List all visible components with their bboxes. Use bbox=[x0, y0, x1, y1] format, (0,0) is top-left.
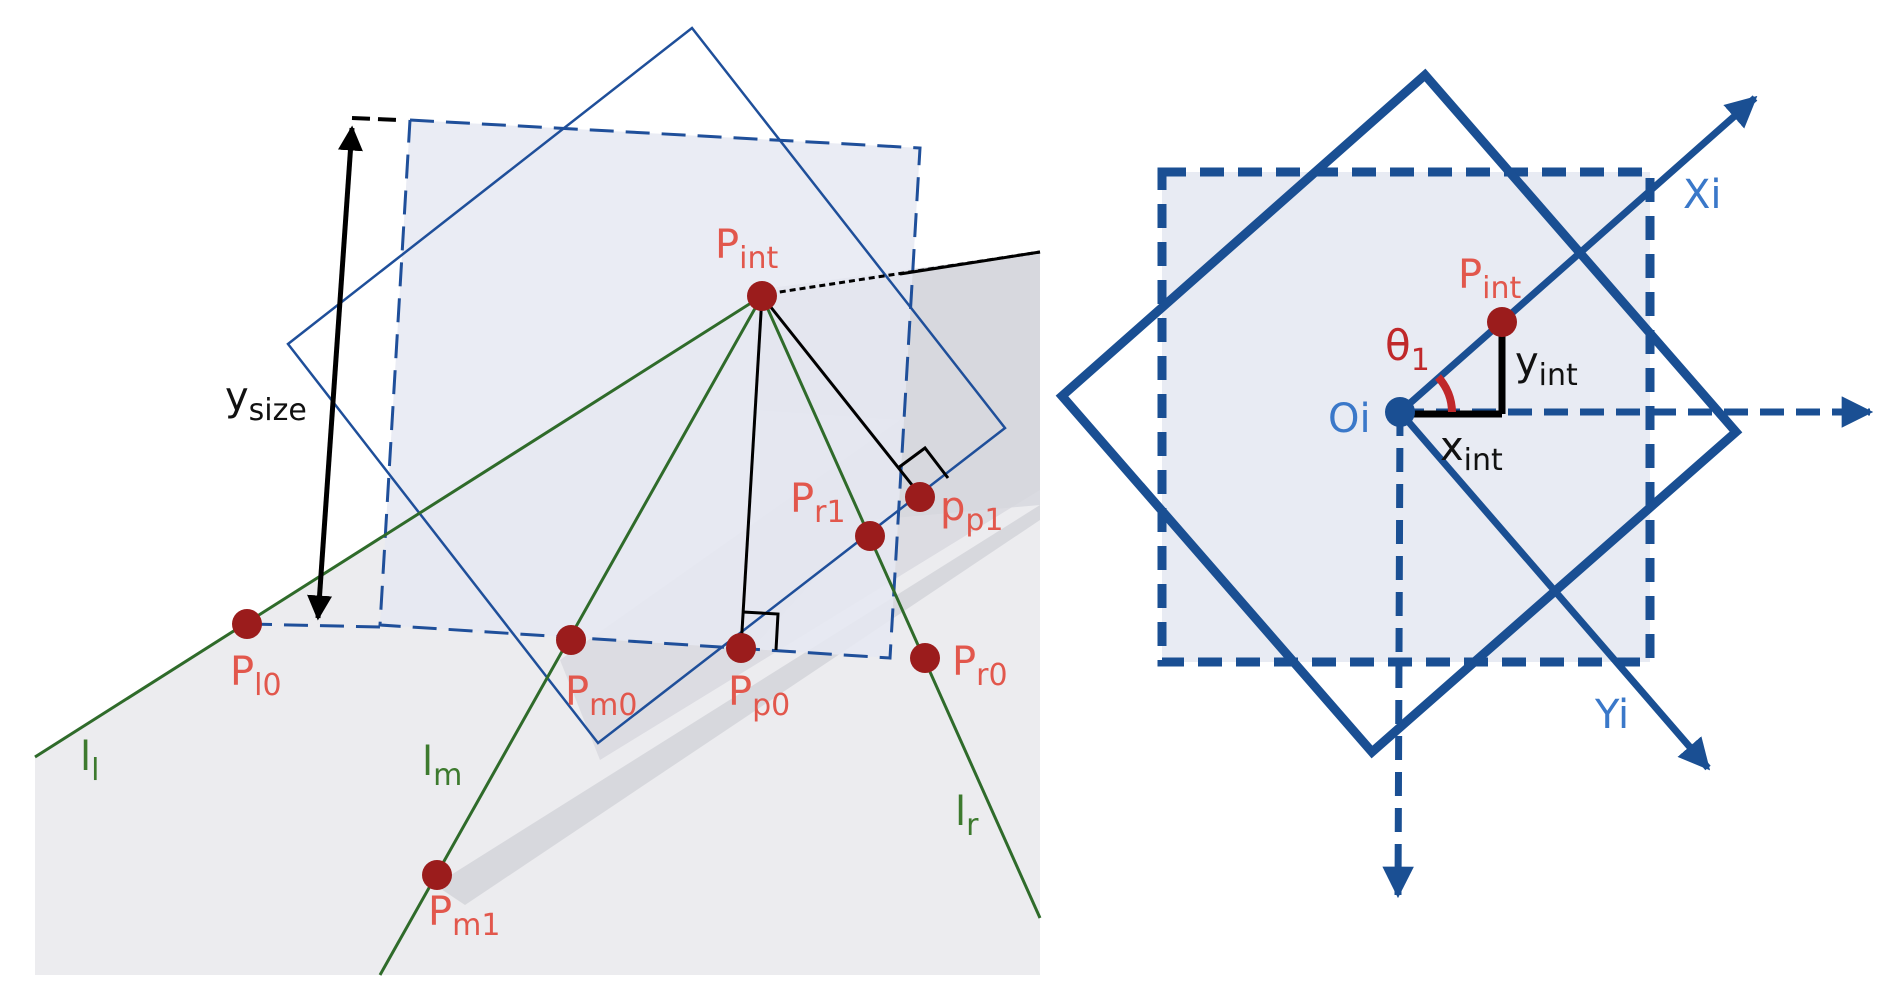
point-p-p0 bbox=[726, 633, 756, 663]
label-y-size: ysize bbox=[225, 374, 307, 428]
label-p-r0: Pr0 bbox=[952, 639, 1008, 693]
theta-arc bbox=[1434, 374, 1456, 413]
label-yi: Yi bbox=[1594, 692, 1629, 738]
ray-r bbox=[760, 295, 1042, 919]
local-xi-axis bbox=[1397, 95, 1758, 415]
ysize-arrow bbox=[307, 125, 363, 621]
dashed-box-outline bbox=[378, 118, 922, 660]
label-p-p1: pp1 bbox=[940, 484, 1004, 538]
point-p-int-right bbox=[1487, 307, 1517, 337]
dashed-square bbox=[1157, 167, 1655, 667]
global-y-axis bbox=[1382, 411, 1414, 899]
label-xi: Xi bbox=[1683, 172, 1722, 218]
label-theta: θ1 bbox=[1385, 321, 1430, 378]
point-p-r1 bbox=[855, 521, 885, 551]
rotated-square bbox=[1055, 68, 1743, 759]
label-p-m1: Pm1 bbox=[428, 889, 500, 943]
point-p-m0 bbox=[556, 625, 586, 655]
bottom-dash-left bbox=[247, 622, 381, 629]
horizon-line-solid bbox=[899, 250, 1041, 276]
rotated-box bbox=[286, 26, 1007, 745]
label-p-r1: Pr1 bbox=[790, 476, 846, 530]
label-oi: Oi bbox=[1328, 396, 1371, 442]
point-p-l0 bbox=[232, 609, 262, 639]
point-oi bbox=[1385, 397, 1415, 427]
label-p-p0: Pp0 bbox=[728, 669, 790, 723]
right-angle-p0 bbox=[742, 610, 780, 651]
right-diagram: Xi Yi Oi Pint θ1 yint xint bbox=[1055, 68, 1874, 899]
local-yi-axis bbox=[1397, 409, 1711, 771]
label-p-int: Pint bbox=[715, 222, 778, 276]
point-p-m1 bbox=[422, 860, 452, 890]
label-x-int: xint bbox=[1440, 424, 1503, 478]
label-p-l0: Pl0 bbox=[230, 649, 282, 703]
point-p-p1 bbox=[905, 482, 935, 512]
ysize-top-dash bbox=[351, 116, 401, 122]
label-l-l: ll bbox=[80, 734, 99, 788]
perp-p1 bbox=[760, 295, 922, 496]
label-p-m0: Pm0 bbox=[565, 669, 637, 723]
label-l-m: lm bbox=[422, 739, 462, 793]
ray-l bbox=[34, 294, 763, 759]
left-diagram: ysize Pint Pl0 Pm0 Pp0 Pr0 Pr1 pp1 Pm1 l… bbox=[34, 26, 1042, 976]
label-y-int: yint bbox=[1515, 339, 1578, 393]
label-p-int-right: Pint bbox=[1458, 252, 1521, 306]
point-p-r0 bbox=[910, 643, 940, 673]
right-angle-p1 bbox=[897, 445, 950, 479]
dashed-box-fill bbox=[380, 120, 920, 658]
perp-p0 bbox=[739, 295, 764, 649]
label-l-r: lr bbox=[955, 789, 979, 843]
point-p-int bbox=[747, 281, 777, 311]
